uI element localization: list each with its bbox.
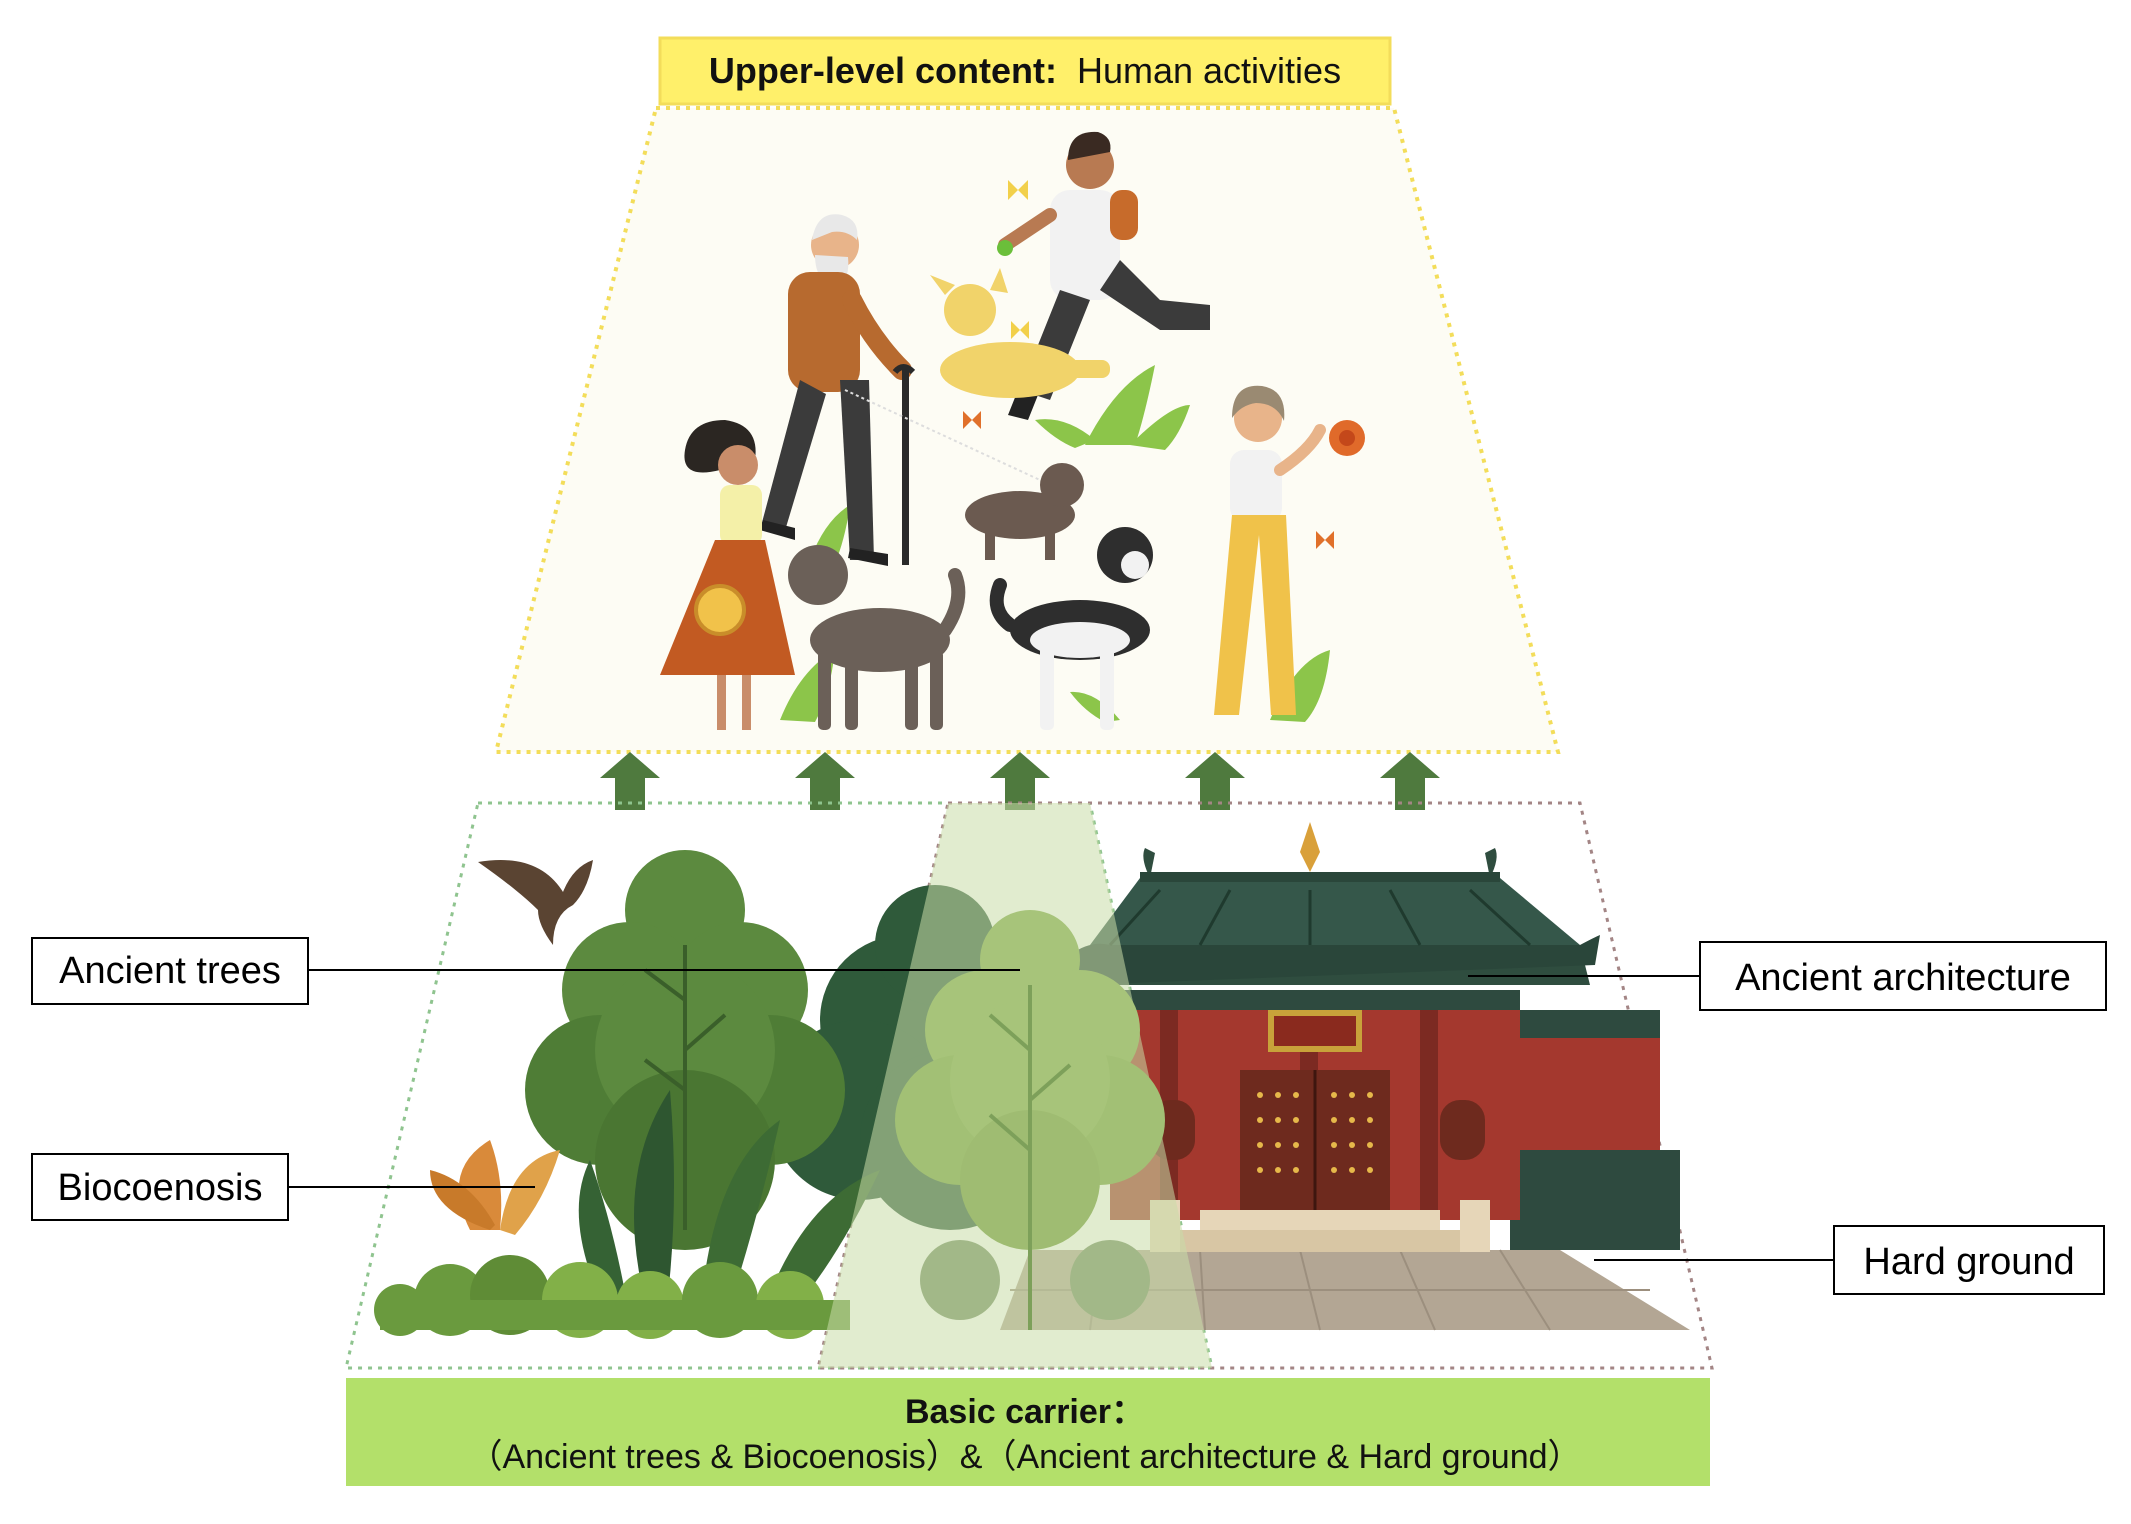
- bottom-banner-line1: Basic carrier：: [905, 1393, 1145, 1431]
- dark-dog-figure: [788, 545, 966, 730]
- old-man-figure: [760, 214, 1041, 566]
- top-banner-text: Human activities: [1077, 50, 1341, 91]
- callout-ancient-trees: Ancient trees: [31, 937, 1020, 1005]
- callout-ancient-architecture: Ancient architecture: [1468, 941, 2107, 1011]
- callout-hard-ground: Hard ground: [1594, 1225, 2105, 1295]
- human-activities-panel: [493, 106, 1561, 754]
- arrow-up-icon: [795, 752, 855, 810]
- dachshund-figure: [965, 463, 1084, 560]
- woman-left-figure: [660, 420, 795, 730]
- yellow-dog-figure: [930, 268, 1110, 398]
- top-banner-bold: Upper-level content:: [709, 50, 1057, 91]
- top-banner: Upper-level content: Human activities: [658, 36, 1392, 106]
- svg-text:Upper-level content: Hum: Upper-level content: Human activities: [709, 50, 1341, 91]
- ancient-architecture-illustration: [1000, 822, 1690, 1331]
- arrow-up-icon: [990, 752, 1050, 810]
- arrows-up: [600, 752, 1440, 810]
- arrow-up-icon: [1380, 752, 1440, 810]
- label-ancient-architecture: Ancient architecture: [1735, 957, 2071, 999]
- label-biocoenosis: Biocoenosis: [58, 1167, 263, 1209]
- label-ancient-trees: Ancient trees: [59, 950, 281, 992]
- butterfly-icons: [1008, 180, 1029, 339]
- arrow-up-icon: [1185, 752, 1245, 810]
- woman-right-figure: [1214, 385, 1365, 715]
- husky-figure: [989, 527, 1153, 730]
- running-man-figure: [997, 131, 1210, 420]
- callout-biocoenosis: Biocoenosis: [31, 1153, 535, 1221]
- bird-icon: [478, 860, 593, 945]
- ancient-trees-illustration: [374, 803, 1212, 1368]
- human-activities-illustration: [660, 131, 1365, 730]
- bottom-banner-line2: （Ancient trees & Biocoenosis）&（Ancient a…: [468, 1438, 1581, 1476]
- leaf-icon: [430, 1140, 560, 1235]
- architecture-frame: [816, 801, 1714, 1370]
- arrow-up-icon: [600, 752, 660, 810]
- bottom-banner: Basic carrier： （Ancient trees & Biocoeno…: [346, 1378, 1710, 1486]
- label-hard-ground: Hard ground: [1863, 1241, 2074, 1283]
